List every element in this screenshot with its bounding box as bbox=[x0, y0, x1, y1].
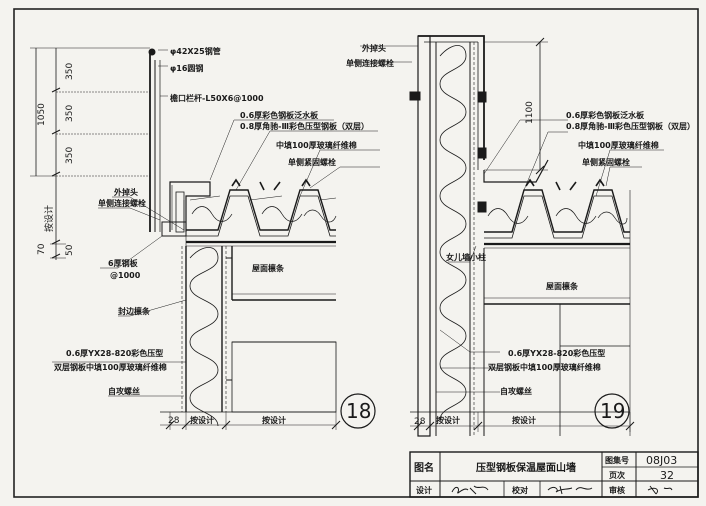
callout-round-steel: φ16圆钢 bbox=[170, 63, 203, 73]
dim-by-design-vertical: 按设计 bbox=[43, 205, 55, 232]
dim-28: 28 bbox=[168, 416, 180, 426]
detail-number-18: 18 bbox=[346, 399, 371, 423]
callout-fill: 中填100厚玻璃纤维棉 bbox=[276, 140, 357, 150]
callout-fill-19: 中填100厚玻璃纤维棉 bbox=[578, 140, 659, 150]
callout-purlin: 屋面檩条 bbox=[252, 263, 285, 273]
dim-1100: 1100 bbox=[525, 101, 535, 124]
callout-edge: 封边檩条 bbox=[118, 306, 151, 316]
title-label-check: 校对 bbox=[512, 485, 528, 495]
dim-28-19: 28 bbox=[414, 417, 426, 427]
callout-plate-a: 6厚钢板 bbox=[108, 258, 139, 268]
callout-column-19: 女儿墙小柱 bbox=[446, 252, 486, 262]
title-label-design: 设计 bbox=[416, 485, 432, 495]
sheet-border bbox=[13, 8, 699, 498]
dim-by-design-1: 按设计 bbox=[190, 415, 214, 425]
callout-wall-b-19: 双层钢板中填100厚玻璃纤维棉 bbox=[488, 362, 601, 372]
callout-head-19: 外掉头 bbox=[362, 43, 386, 53]
dim-50: 50 bbox=[65, 244, 75, 256]
callout-panel: 0.8厚角驰-Ⅲ彩色压型钢板（双层） bbox=[240, 121, 369, 131]
title-value-name: 压型钢板保温屋面山墙 bbox=[476, 461, 576, 474]
title-label-name: 图名 bbox=[414, 461, 434, 474]
callout-head: 外掉头 bbox=[114, 187, 138, 197]
callout-conn-bolt-19: 单侧连接螺栓 bbox=[346, 58, 394, 68]
dim-1050: 1050 bbox=[37, 103, 47, 126]
title-label-atlas: 图集号 bbox=[605, 455, 629, 465]
title-label-review: 审核 bbox=[609, 485, 625, 495]
dim-70: 70 bbox=[37, 243, 47, 255]
title-label-page: 页次 bbox=[609, 470, 625, 480]
title-value-atlas: 08J03 bbox=[646, 454, 677, 467]
dim-by-design-19a: 按设计 bbox=[436, 415, 460, 425]
callout-wall-a-19: 0.6厚YX28-820彩色压型 bbox=[508, 348, 605, 358]
callout-railing: 檐口栏杆-L50X6@1000 bbox=[170, 93, 264, 103]
callout-bolt-19: 单侧紧固螺栓 bbox=[582, 157, 630, 167]
checker-signature bbox=[547, 485, 593, 495]
callout-conn-bolt: 单侧连接螺栓 bbox=[98, 198, 146, 208]
callout-wall-a: 0.6厚YX28-820彩色压型 bbox=[66, 348, 163, 358]
dim-by-design-19b: 按设计 bbox=[512, 415, 536, 425]
callout-bolt: 单侧紧固螺栓 bbox=[288, 157, 336, 167]
callout-flashing: 0.6厚彩色钢板泛水板 bbox=[240, 110, 319, 120]
dim-by-design-2: 按设计 bbox=[262, 415, 286, 425]
reviewer-signature bbox=[647, 485, 673, 495]
designer-signature bbox=[451, 485, 489, 495]
callout-screw: 自攻螺丝 bbox=[108, 386, 140, 396]
title-value-page: 32 bbox=[660, 469, 674, 482]
detail-number-19: 19 bbox=[600, 399, 625, 423]
callout-wall-b: 双层钢板中填100厚玻璃纤维棉 bbox=[54, 362, 167, 372]
detail-18 bbox=[30, 47, 380, 430]
callout-flashing-19: 0.6厚彩色钢板泛水板 bbox=[566, 110, 645, 120]
callout-pipe: φ42X25钢管 bbox=[170, 46, 221, 56]
callout-panel-19: 0.8厚角驰-Ⅲ彩色压型钢板（双层） bbox=[566, 121, 695, 131]
detail-19 bbox=[348, 35, 664, 437]
dim-350-bot: 350 bbox=[65, 147, 75, 164]
dim-350-top: 350 bbox=[65, 63, 75, 80]
dim-350-mid: 350 bbox=[65, 105, 75, 122]
callout-purlin-19: 屋面檩条 bbox=[546, 281, 579, 291]
callout-plate-b: @1000 bbox=[110, 271, 141, 280]
title-block bbox=[409, 451, 699, 498]
callout-screw-19: 自攻螺丝 bbox=[500, 386, 532, 396]
